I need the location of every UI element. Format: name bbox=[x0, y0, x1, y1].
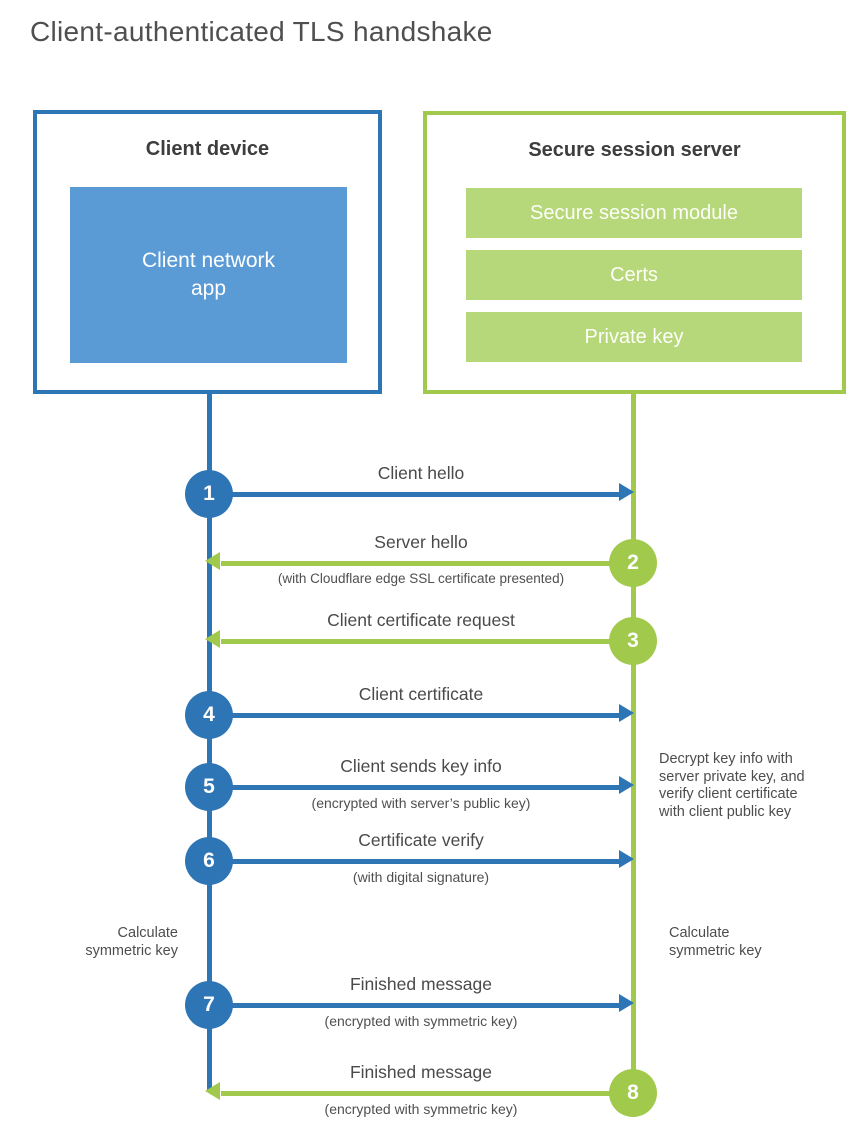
step-1-arrow-line bbox=[231, 492, 621, 497]
step-2-circle: 2 bbox=[609, 539, 657, 587]
step-5-number: 5 bbox=[203, 775, 215, 798]
step-7-arrow-line bbox=[231, 1003, 621, 1008]
step-3-label: Client certificate request bbox=[327, 610, 515, 630]
step-2-sublabel: (with Cloudflare edge SSL certificate pr… bbox=[277, 571, 565, 586]
step-2-label: Server hello bbox=[374, 532, 468, 552]
server-calc-note-line: Calculate bbox=[669, 925, 730, 941]
client-calc-note-line: Calculate bbox=[117, 925, 178, 941]
client-network-app-label: Client network app bbox=[141, 248, 276, 300]
server-decrypt-note-line: Decrypt key info with bbox=[659, 751, 793, 767]
client-calculate-symmetric-key-note: Calculate symmetric key bbox=[38, 925, 178, 960]
step-5-sublabel: (encrypted with server’s public key) bbox=[311, 795, 531, 811]
step-8-number: 8 bbox=[627, 1081, 639, 1104]
private-key-label: Private key bbox=[584, 325, 684, 348]
step-5-arrow-line bbox=[231, 785, 621, 790]
step-4-number: 4 bbox=[203, 703, 215, 726]
step-8-arrow-line bbox=[221, 1091, 611, 1096]
step-2-number: 2 bbox=[627, 551, 639, 574]
step-5-circle: 5 bbox=[185, 763, 233, 811]
secure-session-module-label: Secure session module bbox=[530, 201, 738, 224]
step-7-circle: 7 bbox=[185, 981, 233, 1029]
client-network-app-box: Client network app bbox=[70, 187, 347, 363]
server-lifeline bbox=[631, 392, 636, 1093]
step-7-arrowhead-icon bbox=[619, 994, 634, 1012]
page-title: Client-authenticated TLS handshake bbox=[30, 16, 493, 47]
step-8-sublabel: (encrypted with symmetric key) bbox=[324, 1101, 518, 1117]
step-6-number: 6 bbox=[203, 849, 215, 872]
step-6-arrowhead-icon bbox=[619, 850, 634, 868]
step-4-circle: 4 bbox=[185, 691, 233, 739]
step-5-arrowhead-icon bbox=[619, 776, 634, 794]
client-lifeline bbox=[207, 392, 212, 1090]
server-decrypt-note: Decrypt key info with server private key… bbox=[659, 751, 805, 821]
step-5-label: Client sends key info bbox=[340, 756, 502, 776]
step-6-label: Certificate verify bbox=[358, 830, 484, 850]
step-6-circle: 6 bbox=[185, 837, 233, 885]
step-3-number: 3 bbox=[627, 629, 639, 652]
step-3-arrowhead-icon bbox=[205, 630, 220, 648]
secure-session-server-title: Secure session server bbox=[528, 139, 741, 161]
step-4-arrow-line bbox=[231, 713, 621, 718]
server-calc-note-line: symmetric key bbox=[669, 942, 762, 959]
step-2-arrow-line bbox=[221, 561, 611, 566]
step-4-arrowhead-icon bbox=[619, 704, 634, 722]
step-4-label: Client certificate bbox=[358, 684, 484, 704]
step-3-arrow-line bbox=[221, 639, 611, 644]
server-decrypt-note-line: server private key, and bbox=[659, 768, 805, 785]
client-device-title: Client device bbox=[145, 138, 270, 160]
client-calc-note-line: symmetric key bbox=[85, 942, 178, 959]
step-3-circle: 3 bbox=[609, 617, 657, 665]
step-8-label: Finished message bbox=[349, 1062, 493, 1082]
private-key-bar: Private key bbox=[466, 312, 802, 362]
step-8-circle: 8 bbox=[609, 1069, 657, 1117]
step-1-circle: 1 bbox=[185, 470, 233, 518]
server-decrypt-note-line: with client public key bbox=[659, 803, 792, 820]
server-decrypt-note-line: verify client certificate bbox=[659, 786, 798, 802]
step-7-label: Finished message bbox=[349, 974, 493, 994]
certs-label: Certs bbox=[610, 263, 658, 286]
server-calculate-symmetric-key-note: Calculate symmetric key bbox=[669, 925, 762, 960]
step-1-number: 1 bbox=[203, 482, 215, 505]
step-1-label: Client hello bbox=[377, 463, 465, 483]
certs-bar: Certs bbox=[466, 250, 802, 300]
step-6-sublabel: (with digital signature) bbox=[352, 869, 490, 885]
secure-session-module-bar: Secure session module bbox=[466, 188, 802, 238]
step-1-arrowhead-icon bbox=[619, 483, 634, 501]
step-8-arrowhead-icon bbox=[205, 1082, 220, 1100]
step-6-arrow-line bbox=[231, 859, 621, 864]
step-2-arrowhead-icon bbox=[205, 552, 220, 570]
step-7-sublabel: (encrypted with symmetric key) bbox=[324, 1013, 518, 1029]
step-7-number: 7 bbox=[203, 993, 215, 1016]
